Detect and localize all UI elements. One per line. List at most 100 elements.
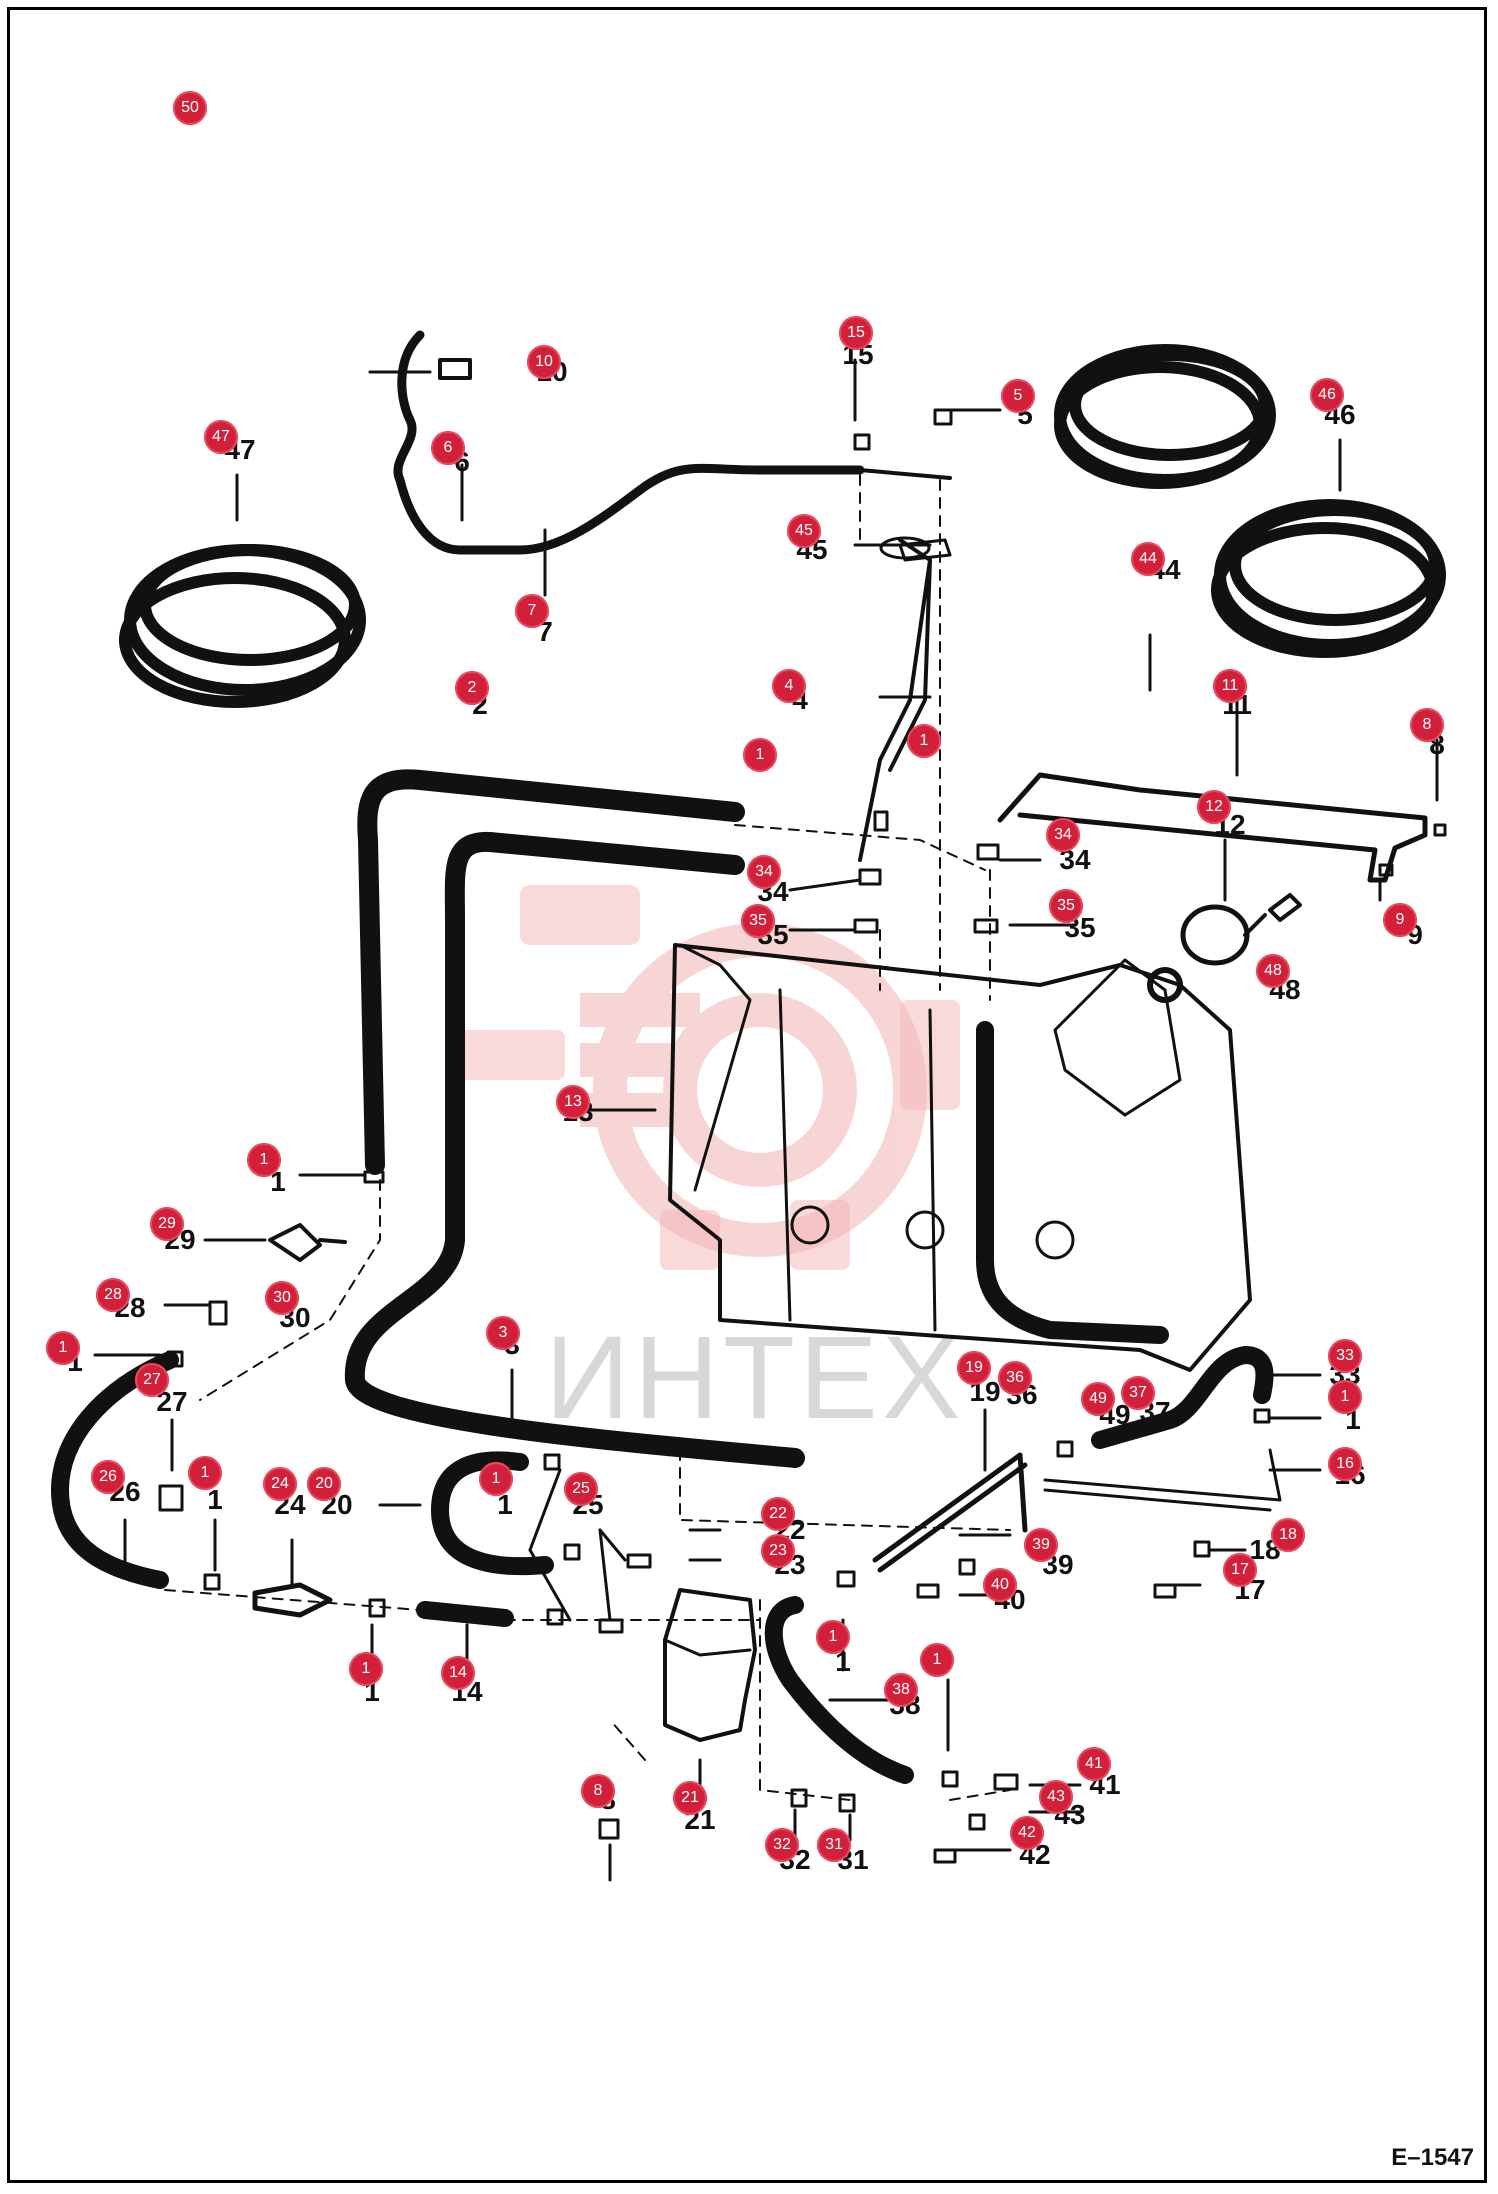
callout-16[interactable]: 16 bbox=[1328, 1447, 1362, 1481]
callout-1-left[interactable]: 1 bbox=[46, 1331, 80, 1365]
callout-29[interactable]: 29 bbox=[150, 1207, 184, 1241]
callout-label: 45 bbox=[795, 522, 813, 539]
callout-43[interactable]: 43 bbox=[1039, 1780, 1073, 1814]
callout-19[interactable]: 19 bbox=[957, 1351, 991, 1385]
callout-12[interactable]: 12 bbox=[1197, 790, 1231, 824]
callout-label: 25 bbox=[572, 1480, 590, 1497]
callout-1-filter[interactable]: 1 bbox=[816, 1620, 850, 1654]
callout-40[interactable]: 40 bbox=[983, 1568, 1017, 1602]
callout-47[interactable]: 47 bbox=[204, 420, 238, 454]
callout-label: 4 bbox=[784, 677, 794, 694]
part-number-1-filter: 1 bbox=[835, 1646, 851, 1677]
callout-label: 17 bbox=[1231, 1561, 1249, 1578]
callout-1-loop[interactable]: 1 bbox=[479, 1462, 513, 1496]
callout-34-left[interactable]: 34 bbox=[747, 855, 781, 889]
callout-24[interactable]: 24 bbox=[263, 1467, 297, 1501]
callout-8[interactable]: 8 bbox=[1410, 708, 1444, 742]
callout-2[interactable]: 2 bbox=[455, 671, 489, 705]
callout-11[interactable]: 11 bbox=[1213, 669, 1247, 703]
callout-46[interactable]: 46 bbox=[1310, 378, 1344, 412]
callout-label: 9 bbox=[1395, 911, 1405, 928]
part-number-1-loop: 1 bbox=[497, 1489, 513, 1520]
callout-7[interactable]: 7 bbox=[515, 594, 549, 628]
callout-44[interactable]: 44 bbox=[1131, 542, 1165, 576]
sender-wire bbox=[393, 330, 865, 555]
callout-3[interactable]: 3 bbox=[486, 1316, 520, 1350]
callout-label: 42 bbox=[1018, 1824, 1036, 1841]
callout-label: 1 bbox=[932, 1651, 942, 1668]
callout-39[interactable]: 39 bbox=[1024, 1528, 1058, 1562]
callout-label: 1 bbox=[200, 1464, 210, 1481]
callout-9[interactable]: 9 bbox=[1383, 903, 1417, 937]
callout-label: 44 bbox=[1139, 550, 1157, 567]
callout-31[interactable]: 31 bbox=[817, 1828, 851, 1862]
callout-20[interactable]: 20 bbox=[307, 1467, 341, 1501]
callout-label: 26 bbox=[99, 1468, 117, 1485]
callout-label: 5 bbox=[1013, 387, 1023, 404]
callout-32[interactable]: 32 bbox=[765, 1828, 799, 1862]
callout-41[interactable]: 41 bbox=[1077, 1747, 1111, 1781]
callout-34-right[interactable]: 34 bbox=[1046, 818, 1080, 852]
callout-38[interactable]: 38 bbox=[884, 1673, 918, 1707]
callout-label: 43 bbox=[1047, 1788, 1065, 1805]
callout-15[interactable]: 15 bbox=[839, 316, 873, 350]
part-number-1-upper: 1 bbox=[270, 1166, 286, 1197]
hose-coil-44 bbox=[1054, 344, 1276, 489]
hose-3 bbox=[344, 831, 805, 1468]
callout-label: 20 bbox=[315, 1475, 333, 1492]
callout-36[interactable]: 36 bbox=[998, 1361, 1032, 1395]
callout-label: 2 bbox=[467, 679, 477, 696]
callout-27[interactable]: 27 bbox=[135, 1363, 169, 1397]
callout-1-right-lower[interactable]: 1 bbox=[920, 1643, 954, 1677]
callout-35-left[interactable]: 35 bbox=[741, 904, 775, 938]
callout-45[interactable]: 45 bbox=[787, 514, 821, 548]
callout-8-lower[interactable]: 8 bbox=[581, 1774, 615, 1808]
callout-1-upper[interactable]: 1 bbox=[247, 1143, 281, 1177]
callout-label: 1 bbox=[491, 1470, 501, 1487]
callout-1-pump[interactable]: 1 bbox=[188, 1456, 222, 1490]
callout-1-sender-left[interactable]: 1 bbox=[743, 738, 777, 772]
callout-25[interactable]: 25 bbox=[564, 1472, 598, 1506]
callout-label: 1 bbox=[58, 1339, 68, 1356]
callout-label: 19 bbox=[965, 1359, 983, 1376]
callout-label: 35 bbox=[749, 912, 767, 929]
hose-2 bbox=[357, 769, 745, 1175]
callout-49[interactable]: 49 bbox=[1081, 1382, 1115, 1416]
callout-4[interactable]: 4 bbox=[772, 669, 806, 703]
callout-30[interactable]: 30 bbox=[265, 1281, 299, 1315]
callout-23[interactable]: 23 bbox=[761, 1534, 795, 1568]
callout-label: 34 bbox=[755, 863, 773, 880]
callout-18[interactable]: 18 bbox=[1271, 1518, 1305, 1552]
callout-5[interactable]: 5 bbox=[1001, 379, 1035, 413]
fuel-cap bbox=[1180, 904, 1250, 966]
callout-label: 15 bbox=[847, 324, 865, 341]
callout-17[interactable]: 17 bbox=[1223, 1553, 1257, 1587]
callout-label: 31 bbox=[825, 1836, 843, 1853]
callout-label: 12 bbox=[1205, 798, 1223, 815]
callout-37[interactable]: 37 bbox=[1121, 1376, 1155, 1410]
callout-33[interactable]: 33 bbox=[1328, 1339, 1362, 1373]
callout-22[interactable]: 22 bbox=[761, 1497, 795, 1531]
callout-label: 8 bbox=[1422, 716, 1432, 733]
callout-label: 28 bbox=[104, 1286, 122, 1303]
callout-48[interactable]: 48 bbox=[1256, 954, 1290, 988]
part-number-1-pump: 1 bbox=[207, 1484, 223, 1515]
callout-21[interactable]: 21 bbox=[673, 1781, 707, 1815]
callout-label: 48 bbox=[1264, 962, 1282, 979]
callout-1-lower[interactable]: 1 bbox=[349, 1652, 383, 1686]
callout-label: 1 bbox=[1340, 1388, 1350, 1405]
callout-13[interactable]: 13 bbox=[556, 1085, 590, 1119]
callout-14[interactable]: 14 bbox=[441, 1656, 475, 1690]
fuel-filter bbox=[663, 1588, 757, 1742]
callout-28[interactable]: 28 bbox=[96, 1278, 130, 1312]
callout-35-right[interactable]: 35 bbox=[1049, 889, 1083, 923]
callout-50[interactable]: 50 bbox=[173, 91, 207, 125]
callout-42[interactable]: 42 bbox=[1010, 1816, 1044, 1850]
callout-label: 1 bbox=[755, 746, 765, 763]
callout-1-right[interactable]: 1 bbox=[1328, 1380, 1362, 1414]
callout-label: 11 bbox=[1221, 677, 1239, 694]
callout-1-sender-right[interactable]: 1 bbox=[907, 724, 941, 758]
callout-6[interactable]: 6 bbox=[431, 431, 465, 465]
callout-26[interactable]: 26 bbox=[91, 1460, 125, 1494]
callout-10[interactable]: 10 bbox=[527, 345, 561, 379]
